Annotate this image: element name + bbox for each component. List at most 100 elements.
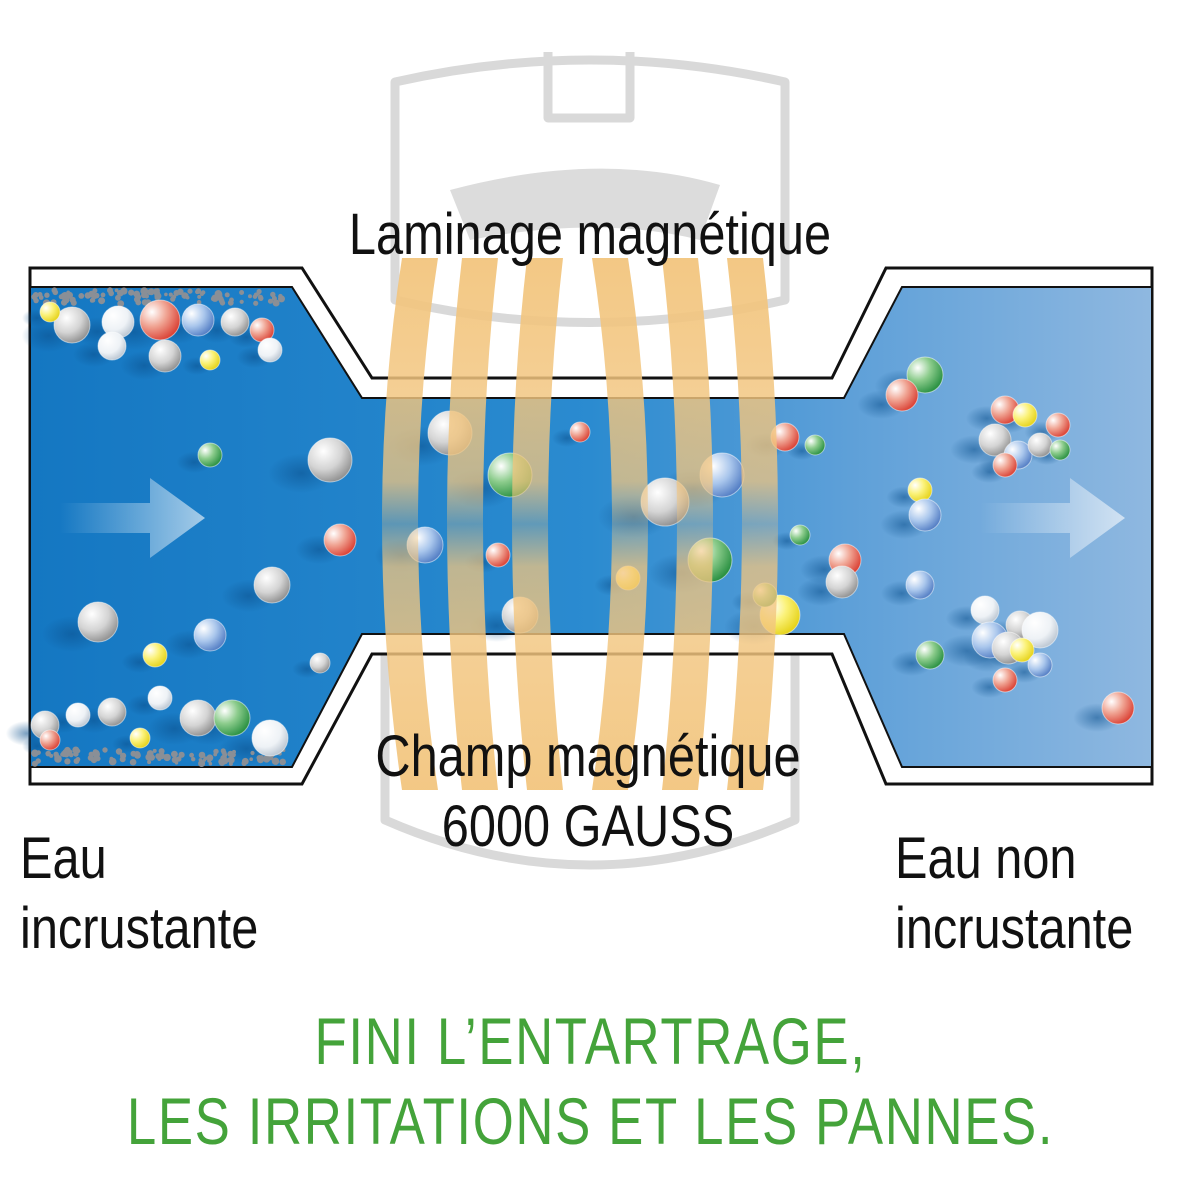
scale-grain bbox=[65, 291, 73, 299]
scale-grain bbox=[198, 760, 206, 767]
scale-grain bbox=[168, 292, 173, 297]
particle-yellow bbox=[199, 349, 221, 371]
scale-grain bbox=[44, 292, 50, 298]
scale-grain bbox=[163, 753, 171, 762]
scale-grain bbox=[272, 299, 280, 307]
particle-grey bbox=[309, 652, 331, 674]
scale-grain bbox=[197, 294, 202, 299]
scale-grain bbox=[239, 290, 245, 295]
scale-grain bbox=[185, 295, 190, 300]
scale-grain bbox=[239, 299, 244, 304]
scale-grain bbox=[267, 298, 274, 304]
scale-grain bbox=[203, 756, 208, 761]
particle-white bbox=[257, 337, 283, 363]
scale-grain bbox=[173, 290, 180, 296]
scale-grain bbox=[176, 756, 182, 762]
magnetic-field-bands bbox=[382, 258, 778, 790]
scale-grain bbox=[256, 755, 263, 761]
scale-grain bbox=[195, 289, 200, 295]
particle-white bbox=[970, 595, 1000, 625]
scale-grain bbox=[158, 748, 165, 755]
scale-grain bbox=[248, 294, 252, 299]
scale-grain bbox=[224, 292, 230, 298]
particle-red bbox=[39, 729, 61, 751]
scale-grain bbox=[108, 290, 114, 297]
scale-grain bbox=[100, 292, 106, 298]
scale-grain bbox=[62, 749, 68, 754]
label-scaling-water-2: incrustante bbox=[20, 896, 259, 961]
scale-grain bbox=[141, 299, 149, 306]
particle-red bbox=[1045, 412, 1071, 438]
scale-grain bbox=[49, 753, 54, 758]
particle-grey bbox=[253, 566, 291, 604]
scale-grain bbox=[216, 294, 223, 301]
scale-grain bbox=[198, 751, 206, 759]
scale-grain bbox=[164, 292, 168, 297]
scale-grain bbox=[114, 288, 119, 293]
particle-grey bbox=[148, 339, 182, 373]
particle-yellow bbox=[39, 301, 61, 323]
scale-grain bbox=[189, 752, 195, 758]
scale-grain bbox=[208, 761, 213, 766]
scale-grain bbox=[178, 751, 185, 758]
scale-grain bbox=[256, 288, 262, 295]
field-band bbox=[592, 258, 648, 790]
particle-grey bbox=[825, 565, 859, 599]
particle-red bbox=[139, 299, 181, 341]
scale-grain bbox=[170, 296, 176, 302]
particle-white bbox=[251, 719, 289, 757]
field-band bbox=[382, 258, 438, 790]
particle-blue bbox=[908, 498, 942, 532]
scale-grain bbox=[227, 750, 234, 758]
scale-grain bbox=[198, 758, 203, 762]
scale-grain bbox=[75, 757, 81, 762]
scale-grain bbox=[213, 752, 218, 757]
slogan-line-1: FINI L’ENTARTRAGE, bbox=[314, 1004, 867, 1078]
scale-grain bbox=[98, 297, 106, 305]
scale-grain bbox=[253, 292, 259, 298]
scale-grain bbox=[201, 290, 206, 295]
scale-grain bbox=[78, 293, 85, 299]
scale-grain bbox=[68, 752, 74, 758]
scale-grain bbox=[211, 294, 219, 302]
label-non-scaling-water: Eau non bbox=[895, 826, 1077, 891]
scale-grain bbox=[70, 299, 77, 306]
particle-green bbox=[906, 356, 944, 394]
scale-grain bbox=[120, 752, 127, 759]
particle-red bbox=[485, 542, 511, 568]
particle-green bbox=[804, 434, 826, 456]
scale-grain bbox=[232, 749, 236, 754]
scale-grain bbox=[187, 288, 193, 294]
scale-grain bbox=[249, 757, 253, 761]
particle-green bbox=[789, 524, 811, 546]
scale-grain bbox=[158, 752, 165, 760]
globe-map-icon bbox=[450, 168, 720, 240]
particle-grey bbox=[97, 697, 127, 727]
device-body-bottom bbox=[380, 655, 800, 870]
scale-grain bbox=[241, 757, 249, 765]
particle-white bbox=[147, 685, 173, 711]
scale-grain bbox=[64, 758, 71, 765]
scale-grain bbox=[171, 750, 178, 758]
label-gauss-value: 6000 GAUSS bbox=[441, 794, 735, 859]
scale-grain bbox=[250, 750, 255, 756]
scale-grain bbox=[191, 757, 196, 762]
scale-grain bbox=[129, 758, 137, 766]
label-magnetic-lamination: Laminage magnétique bbox=[348, 202, 832, 267]
scale-grain bbox=[279, 758, 287, 766]
scale-grain bbox=[92, 750, 97, 755]
scale-grain bbox=[38, 295, 44, 300]
field-band bbox=[662, 258, 713, 790]
scale-grain bbox=[253, 300, 259, 306]
scale-grain bbox=[135, 299, 142, 306]
particle-blue bbox=[905, 570, 935, 600]
scale-grain bbox=[227, 756, 235, 764]
scale-grain bbox=[117, 300, 125, 308]
slogan-line-2: LES IRRITATIONS ET LES PANNES. bbox=[126, 1084, 1055, 1158]
particle-green bbox=[1049, 439, 1071, 461]
particle-yellow bbox=[1009, 637, 1035, 663]
particle-grey bbox=[77, 601, 119, 643]
particle-blue bbox=[193, 618, 227, 652]
scale-grain bbox=[117, 289, 124, 297]
scale-grain bbox=[196, 299, 202, 305]
